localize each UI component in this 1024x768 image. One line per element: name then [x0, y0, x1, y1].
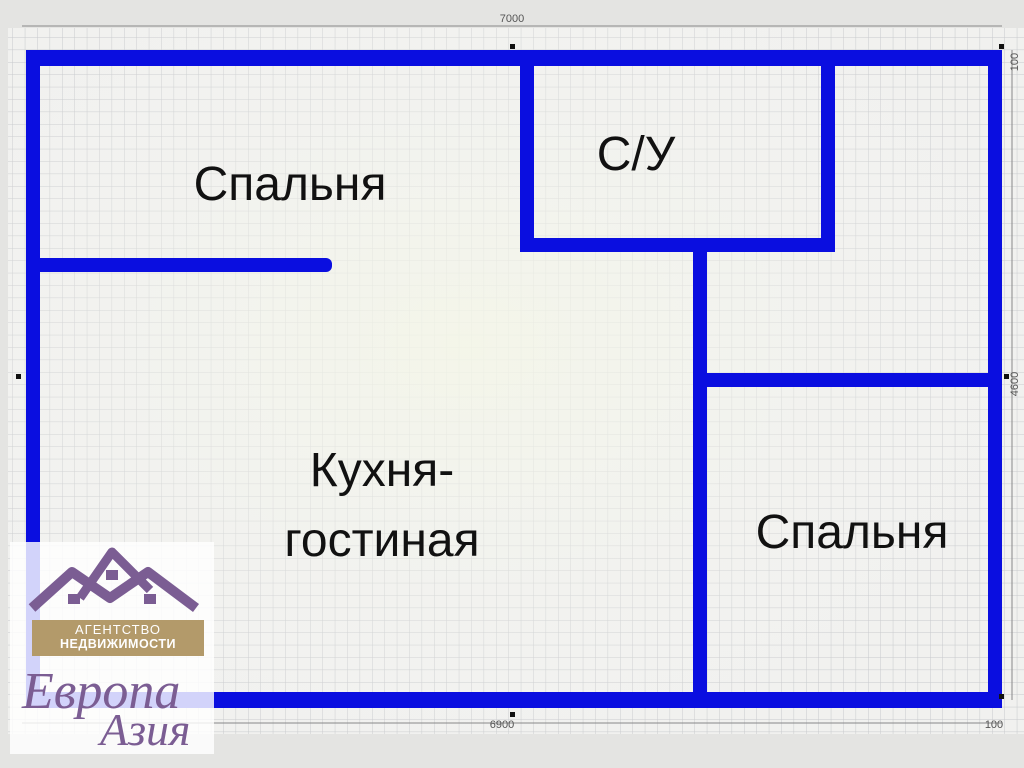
logo-house-icon — [28, 547, 204, 656]
walls — [26, 50, 1002, 708]
marker-top — [510, 44, 515, 49]
marker-left — [16, 374, 21, 379]
wall-bedroom-right-left — [693, 250, 707, 708]
room-label-kitchen-line1: Кухня- — [310, 444, 454, 497]
wall-bathroom-bottom — [520, 238, 834, 252]
right-height-label: 4600 — [1009, 372, 1021, 396]
wall-top — [26, 50, 1002, 66]
marker-top-right — [999, 44, 1004, 49]
marker-right — [1004, 374, 1009, 379]
wall-bottom — [26, 692, 1002, 708]
room-label-bedroom-bottom-right: Спальня — [756, 506, 949, 559]
logo-word-asia: Азия — [100, 704, 191, 754]
marker-bottom-right — [999, 694, 1004, 699]
logo-word-europe: Европа — [22, 663, 181, 720]
bottom-width-label: 6900 — [490, 719, 514, 731]
wall-bedroom-left-partition — [26, 258, 332, 272]
wall-bedroom-right-top — [693, 373, 1002, 387]
logo-line-agency: АГЕНТСТВО — [75, 622, 161, 637]
wall-bathroom-left — [520, 50, 534, 250]
bottom-wall-label: 100 — [985, 719, 1003, 731]
room-label-bathroom: С/У — [597, 128, 676, 181]
marker-bottom — [510, 712, 515, 717]
wall-bathroom-right — [821, 50, 835, 252]
room-label-bedroom-top-left: Спальня — [194, 158, 387, 211]
agency-logo: АГЕНТСТВО НЕДВИЖИМОСТИ Европа Азия — [10, 542, 214, 754]
top-wall-label: 100 — [1009, 53, 1021, 71]
room-label-kitchen-line2: гостиная — [284, 514, 479, 567]
top-width-label: 7000 — [500, 13, 524, 25]
logo-line-realty: НЕДВИЖИМОСТИ — [59, 637, 177, 651]
